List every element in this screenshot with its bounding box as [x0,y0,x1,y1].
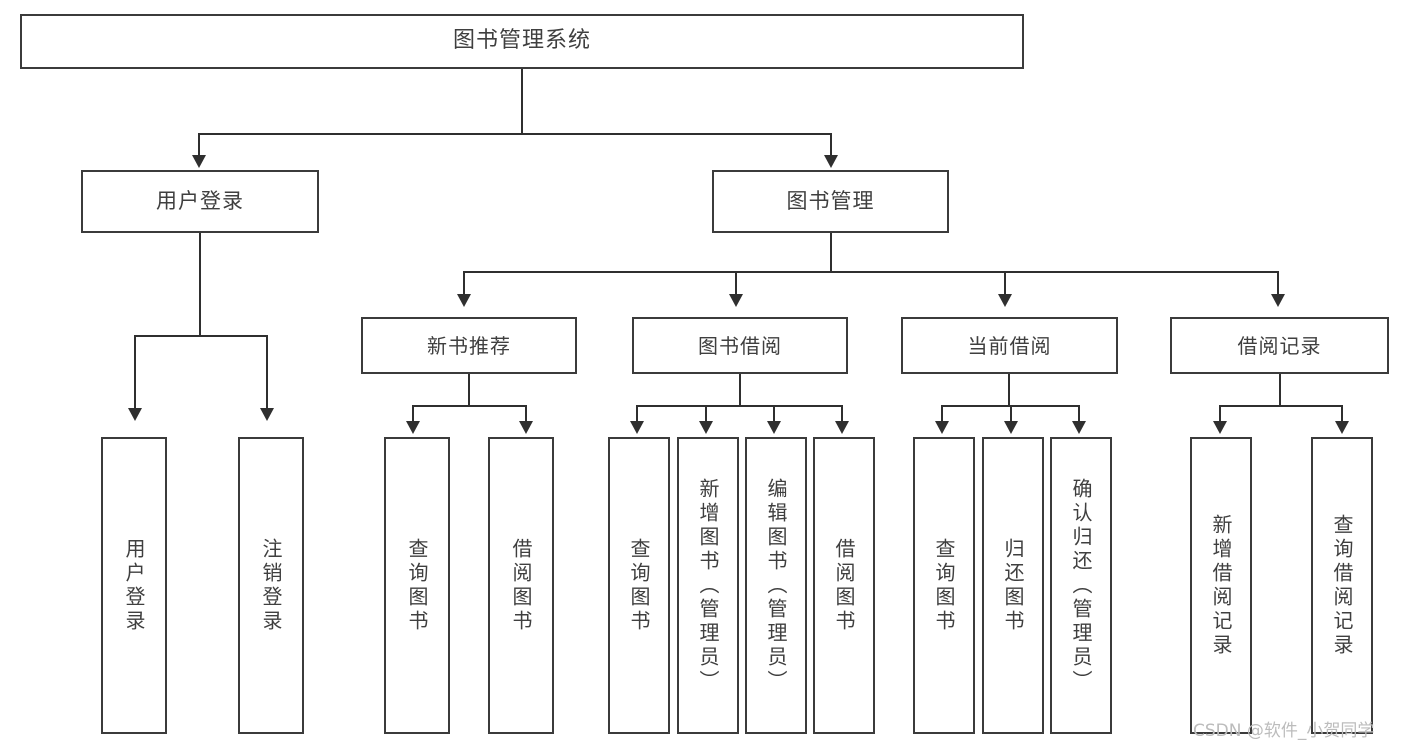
connector-user-login-bar [134,335,267,337]
connector-bb-to-leaf-0 [636,405,638,423]
connector-root-bar [198,133,832,135]
arrowhead-bb-leaf-1 [699,421,713,434]
node-label: 归还图书 [1001,537,1025,634]
node-label: 图书借阅 [698,333,782,358]
connector-cb-to-leaf-1 [1010,405,1012,423]
leaf-borrow-record-0[interactable]: 新增借阅记录 [1190,437,1252,734]
leaf-current-borrow-1[interactable]: 归还图书 [982,437,1044,734]
leaf-borrow-record-1[interactable]: 查询借阅记录 [1311,437,1373,734]
arrowhead-bb-leaf-0 [630,421,644,434]
connector-book-management-stem [830,233,832,272]
arrowhead-book-borrow [729,294,743,307]
connector-br-to-leaf-1 [1341,405,1343,423]
leaf-book-borrow-1[interactable]: 新增图书（管理员） [677,437,739,734]
arrowhead-new-book-recommend [457,294,471,307]
arrowhead-cb-leaf-2 [1072,421,1086,434]
node-label: 借阅图书 [832,537,856,634]
arrowhead-nb-leaf-0 [406,421,420,434]
connector-user-login-stem [199,233,201,336]
node-label: 查询图书 [932,537,956,634]
connector-new-book-bar [412,405,527,407]
node-borrow-record[interactable]: 借阅记录 [1170,317,1389,374]
node-user-login[interactable]: 用户登录 [81,170,319,233]
arrowhead-nb-leaf-1 [519,421,533,434]
node-label: 编辑图书（管理员） [764,477,788,694]
arrowhead-bb-leaf-2 [767,421,781,434]
arrowhead-borrow-record [1271,294,1285,307]
arrowhead-br-leaf-0 [1213,421,1227,434]
leaf-current-borrow-2[interactable]: 确认归还（管理员） [1050,437,1112,734]
connector-bb-to-leaf-1 [705,405,707,423]
connector-root-to-book-management [830,133,832,157]
leaf-new-book-recommend-0[interactable]: 查询图书 [384,437,450,734]
leaf-user-login-1[interactable]: 注销登录 [238,437,304,734]
connector-bb-to-leaf-2 [773,405,775,423]
arrowhead-user-login-leaf-0 [128,408,142,421]
connector-cb-to-leaf-0 [941,405,943,423]
arrowhead-bb-leaf-3 [835,421,849,434]
connector-current-borrow-stem [1008,374,1010,406]
arrowhead-current-borrow [998,294,1012,307]
connector-nb-to-leaf-1 [525,405,527,423]
node-label: 新增图书（管理员） [696,477,720,694]
leaf-book-borrow-0[interactable]: 查询图书 [608,437,670,734]
node-label: 借阅图书 [509,537,533,634]
connector-book-borrow-bar [636,405,843,407]
node-label: 图书管理系统 [452,28,591,54]
node-label: 查询图书 [405,537,429,634]
connector-root-stem [521,69,523,134]
connector-bb-to-leaf-3 [841,405,843,423]
connector-bm-to-current-borrow [1004,271,1006,296]
node-label: 用户登录 [122,537,146,634]
node-label: 用户登录 [156,188,244,213]
connector-root-to-user-login [198,133,200,157]
connector-bm-to-borrow-record [1277,271,1279,296]
connector-book-borrow-stem [739,374,741,406]
connector-br-to-leaf-0 [1219,405,1221,423]
watermark-text: CSDN @软件_小贺同学 [1193,721,1375,741]
leaf-current-borrow-0[interactable]: 查询图书 [913,437,975,734]
arrowhead-br-leaf-1 [1335,421,1349,434]
leaf-user-login-0[interactable]: 用户登录 [101,437,167,734]
connector-user-login-to-leaf-0 [134,335,136,410]
connector-new-book-stem [468,374,470,406]
node-label: 新书推荐 [427,333,511,358]
csdn-watermark: CSDN @软件_小贺同学 [1193,716,1374,741]
node-label: 借阅记录 [1237,333,1322,358]
connector-borrow-record-stem [1279,374,1281,406]
node-label: 查询图书 [627,537,651,634]
arrowhead-cb-leaf-1 [1004,421,1018,434]
leaf-book-borrow-3[interactable]: 借阅图书 [813,437,875,734]
arrowhead-cb-leaf-0 [935,421,949,434]
node-current-borrow[interactable]: 当前借阅 [901,317,1118,374]
leaf-book-borrow-2[interactable]: 编辑图书（管理员） [745,437,807,734]
node-book-management[interactable]: 图书管理 [712,170,949,233]
node-label: 查询借阅记录 [1330,513,1354,658]
node-label: 确认归还（管理员） [1069,477,1093,694]
connector-bm-to-new-book [463,271,465,296]
node-label: 注销登录 [259,537,283,634]
leaf-new-book-recommend-1[interactable]: 借阅图书 [488,437,554,734]
connector-nb-to-leaf-0 [412,405,414,423]
arrowhead-user-login [192,155,206,168]
arrowhead-book-management [824,155,838,168]
node-root-book-management-system[interactable]: 图书管理系统 [20,14,1024,69]
connector-user-login-to-leaf-1 [266,335,268,410]
connector-bm-to-book-borrow [735,271,737,296]
node-label: 图书管理 [786,188,875,213]
node-label: 新增借阅记录 [1209,513,1233,658]
connector-cb-to-leaf-2 [1078,405,1080,423]
arrowhead-user-login-leaf-1 [260,408,274,421]
connector-borrow-record-bar [1219,405,1343,407]
node-label: 当前借阅 [967,333,1052,358]
node-book-borrow[interactable]: 图书借阅 [632,317,848,374]
connector-book-management-bar [463,271,1278,273]
node-new-book-recommend[interactable]: 新书推荐 [361,317,577,374]
